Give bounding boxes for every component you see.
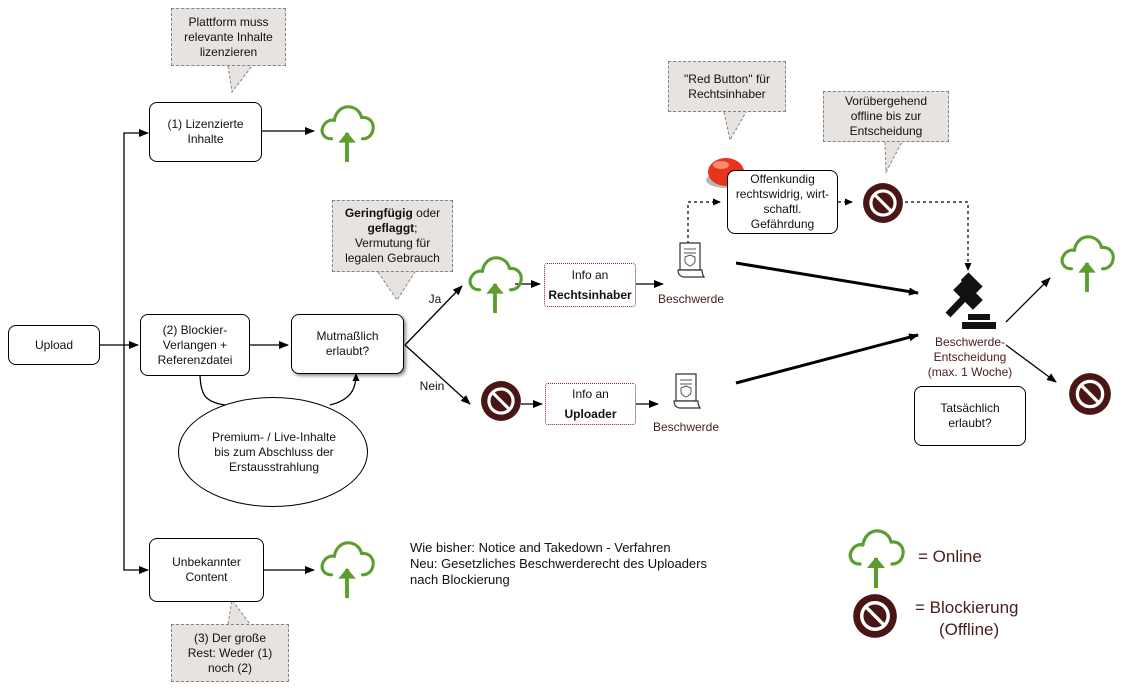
callout-text-presumption: ; Vermutung für legalen Gebrauch: [345, 221, 440, 265]
callout-bold-minor: Geringfügig: [344, 206, 413, 220]
legend-cloud-icon: [848, 528, 906, 590]
callout-text-or: oder: [412, 206, 441, 220]
gavel-icon: [945, 272, 996, 329]
block-icon: [480, 380, 522, 422]
cloud-upload-icon: [320, 540, 376, 600]
licensing-callout: Plattform muss relevante Inhalte lizenzi…: [171, 8, 286, 66]
notes-line3: nach Blockierung: [410, 572, 510, 587]
blocking-request-box: (2) Blockier-Verlangen + Referenzdatei: [140, 314, 250, 376]
notes-line1: Wie bisher: Notice and Takedown - Verfah…: [410, 540, 671, 555]
info-uploader-box: Info an Uploader: [545, 383, 636, 425]
notes-line2: Neu: Gesetzliches Beschwerderecht des Up…: [410, 556, 707, 571]
document-icon: [673, 373, 701, 409]
dotted-connectors: [687, 198, 972, 271]
red-button-callout: "Red Button" für Rechtsinhaber: [668, 61, 786, 112]
complaint-label-rights: Beschwerde: [657, 292, 725, 306]
legend-online-label: = Online: [918, 547, 982, 566]
callout-bold-flagged: geflaggt: [367, 221, 415, 235]
cloud-upload-icon: [1060, 234, 1116, 294]
licensed-content-box: (1) Lizenzierte Inhalte: [149, 102, 262, 162]
thick-arrows: [735, 261, 919, 385]
legend-blocked-label: = Blockierung: [915, 598, 1019, 617]
branch-yes-label: Ja: [428, 292, 442, 306]
actually-allowed-box: Tatsächlich erlaubt?: [914, 386, 1026, 446]
connectors: [100, 127, 1057, 574]
document-icon: [677, 242, 705, 278]
cloud-upload-icon: [468, 255, 524, 315]
notes-block: Wie bisher: Notice and Takedown - Verfah…: [410, 540, 770, 588]
red-button-box: Offenkundig rechtswidrig, wirt-schaftl. …: [727, 170, 838, 234]
legend-offline-label: (Offline): [939, 620, 1000, 639]
info-rights-line2: Rechtsinhaber: [548, 288, 632, 302]
temp-offline-callout: Vorübergehend offline bis zur Entscheidu…: [823, 91, 949, 142]
premium-live-label: Premium- / Live-Inhalte bis zum Abschlus…: [211, 430, 337, 474]
decision-label: Beschwerde-Entscheidung (max. 1 Woche): [927, 335, 1013, 379]
block-icon: [1068, 372, 1112, 416]
cloud-upload-icon: [320, 104, 376, 164]
branch-no-label: Nein: [419, 379, 445, 393]
info-rights-holder-box: Info an Rechtsinhaber: [544, 263, 636, 307]
minor-flagged-callout: Geringfügig oder geflaggt; Vermutung für…: [332, 200, 453, 272]
complaint-label-uploader: Beschwerde: [652, 420, 720, 434]
info-uploader-line2: Uploader: [564, 407, 617, 421]
info-uploader-line1: Info an: [572, 387, 609, 401]
premium-live-ellipse: [178, 397, 368, 507]
block-icon: [862, 182, 904, 224]
info-rights-line1: Info an: [571, 268, 609, 282]
unknown-content-box: Unbekannter Content: [149, 538, 264, 602]
callout-pointers: [227, 65, 903, 625]
upload-box: Upload: [8, 325, 100, 365]
presumably-allowed-box: Mutmaßlich erlaubt?: [291, 314, 404, 374]
great-rest-callout: (3) Der große Rest: Weder (1) noch (2): [171, 624, 289, 682]
legend-block-icon: [852, 593, 898, 639]
